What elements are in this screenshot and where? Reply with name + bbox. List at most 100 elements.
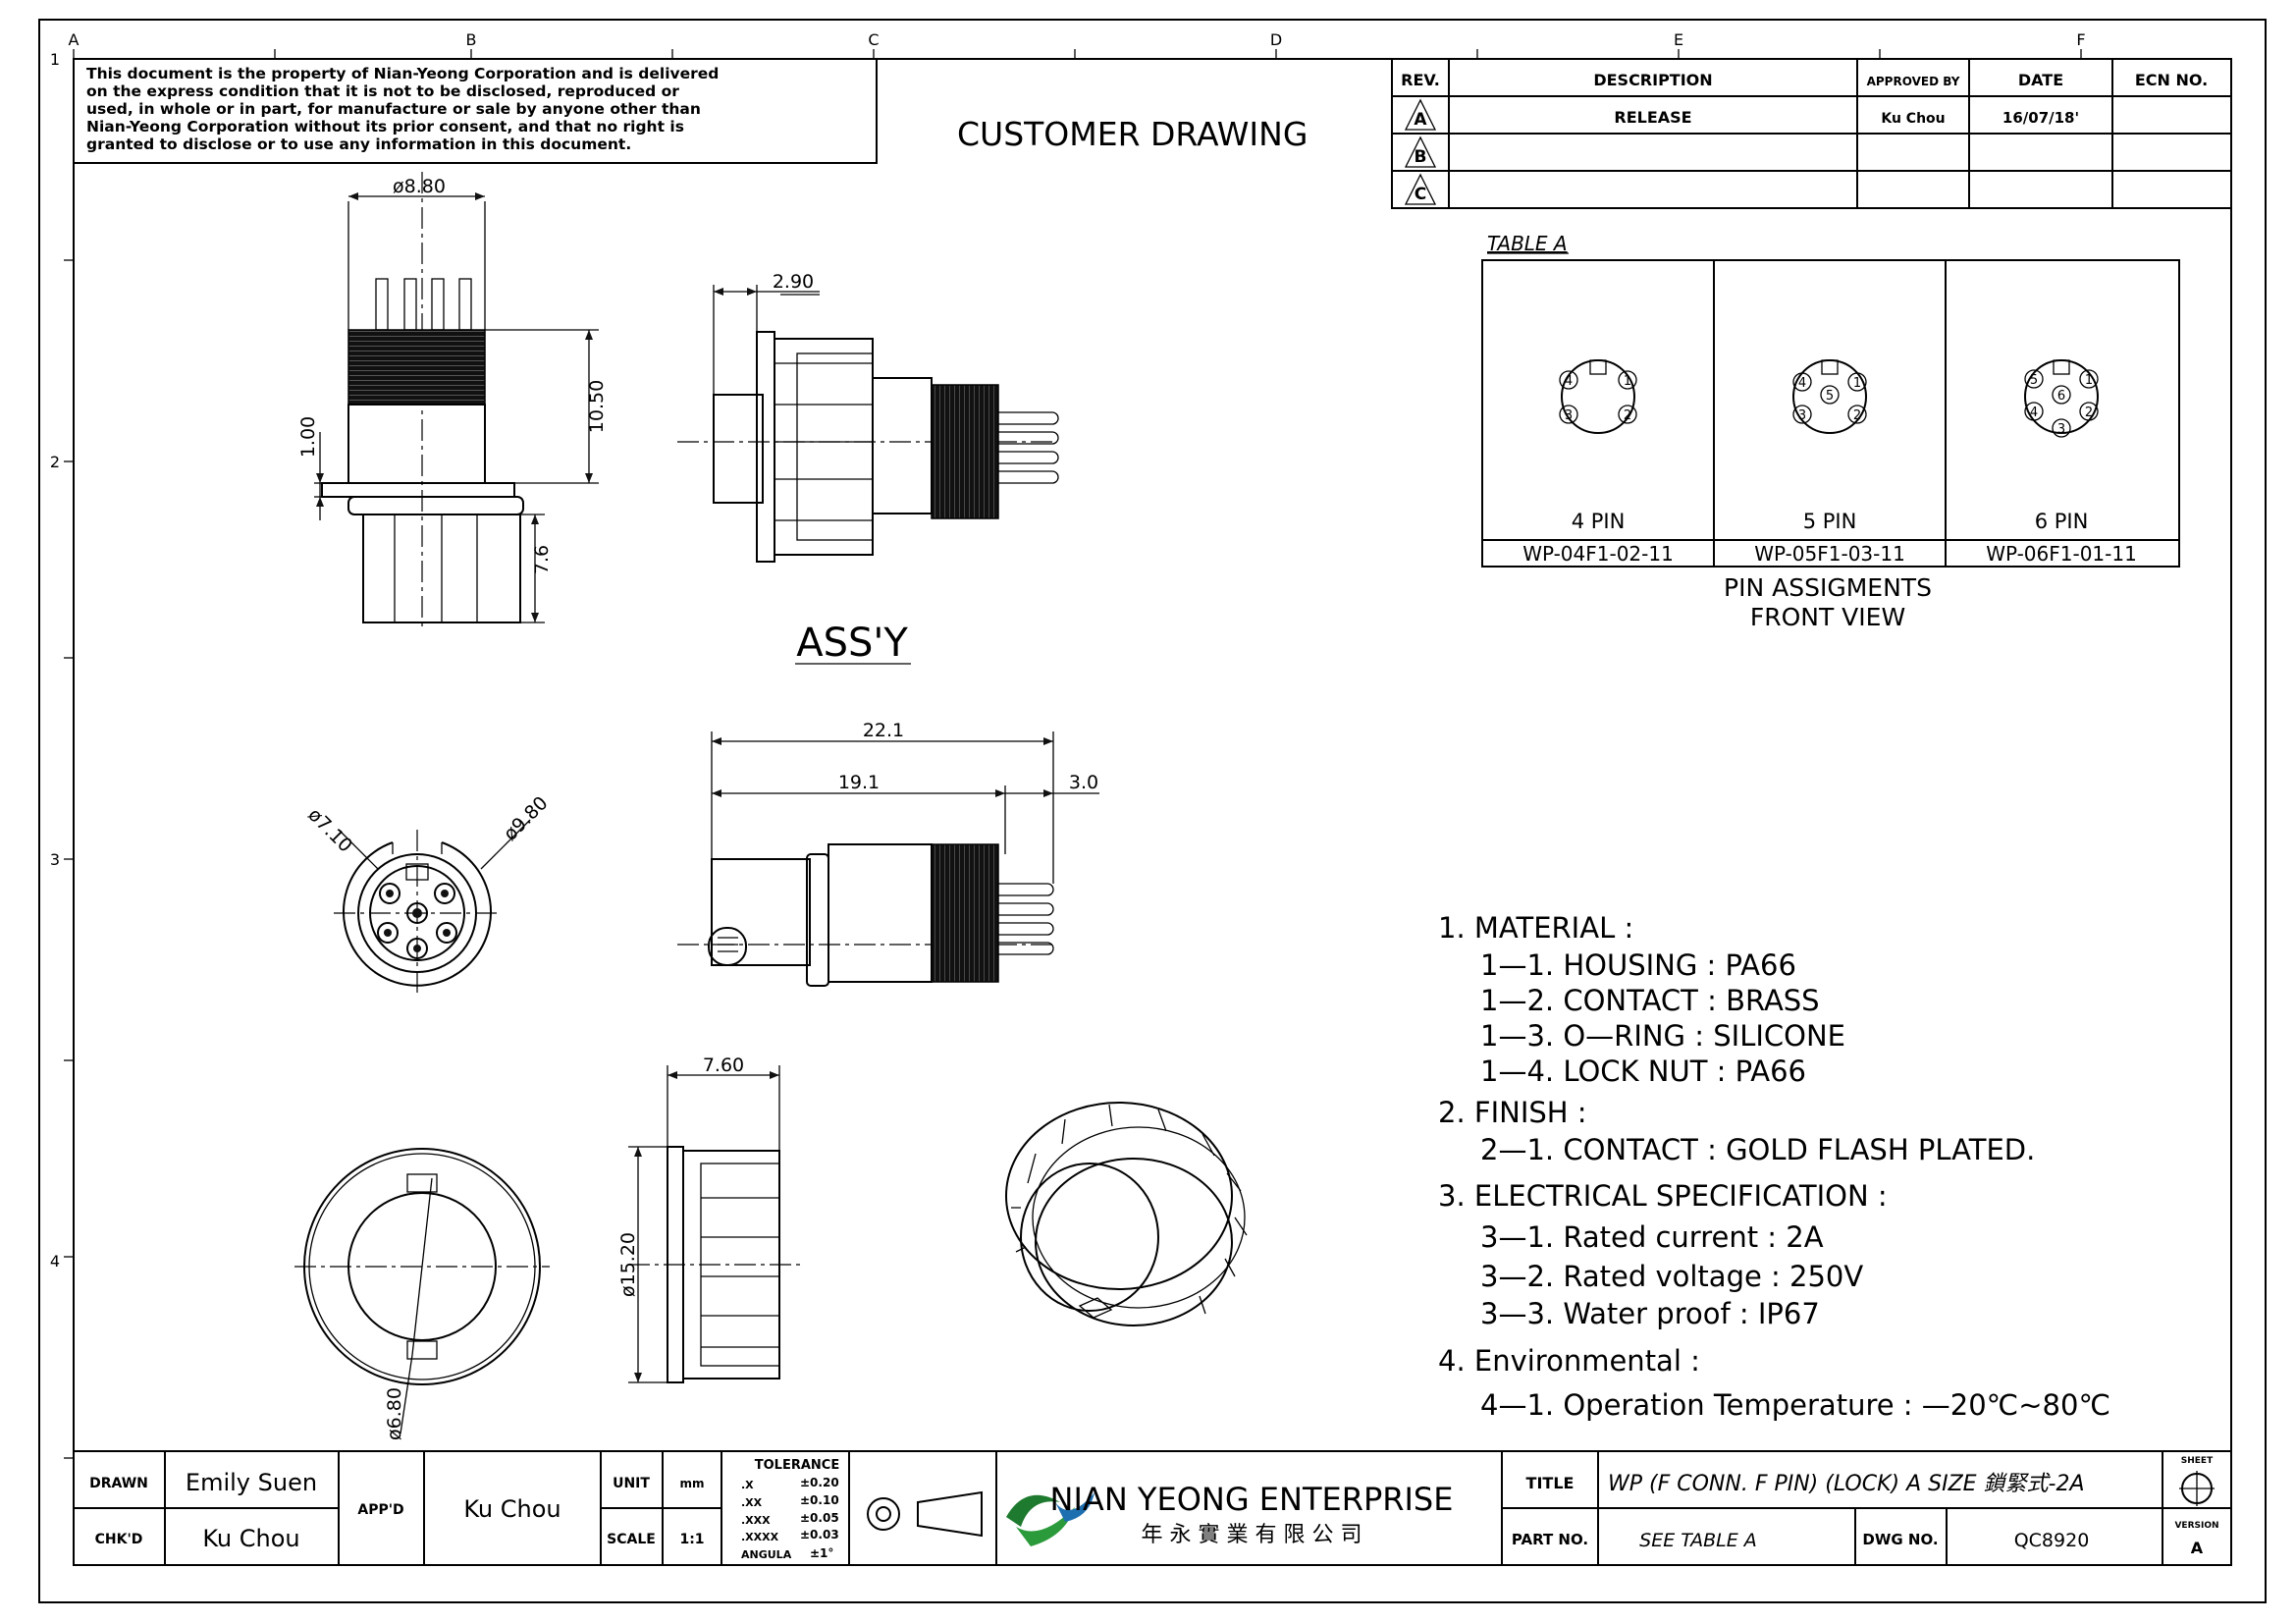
spec-line-6: 2. FINISH :: [1438, 1096, 1587, 1129]
zone-row-1: 1: [50, 50, 60, 69]
spec-line-7: 2—1. CONTACT : GOLD FLASH PLATED.: [1480, 1133, 2035, 1166]
pin5-label-5: 5: [1826, 389, 1834, 404]
pin4-label-4: 4: [1565, 374, 1573, 389]
spec-line-4: 1—3. O—RING : SILICONE: [1480, 1019, 1845, 1053]
dim-pin-length: 3.0: [1069, 772, 1098, 793]
pin6-label-5: 5: [2030, 373, 2038, 388]
pin4-label-1: 1: [1624, 374, 1631, 389]
dim-nut-diameter: ø15.20: [617, 1232, 639, 1297]
pin-layout-5: 4 5 1 3 2: [1792, 359, 1867, 434]
dim-lower-length: 7.6: [531, 545, 553, 574]
zone-col-f: F: [2076, 30, 2085, 49]
dim-body-length: 19.1: [838, 772, 880, 793]
zone-col-d: D: [1270, 30, 1282, 49]
rev-header-rev: REV.: [1401, 71, 1440, 89]
notice-line-2: on the express condition that it is not …: [86, 82, 679, 100]
pin5-label-4: 4: [1798, 376, 1806, 391]
sheet-symbol-icon: [2179, 1471, 2215, 1506]
unit-value: mm: [679, 1477, 704, 1490]
rev-header-description: DESCRIPTION: [1593, 71, 1712, 89]
chkd-label: CHK'D: [95, 1532, 143, 1547]
spec-line-8: 3. ELECTRICAL SPECIFICATION :: [1438, 1179, 1888, 1213]
view-locknut-isometric: [1005, 1102, 1248, 1326]
drawn-label: DRAWN: [89, 1476, 148, 1491]
tolerance-val-5: ±1°: [810, 1546, 833, 1560]
rev-row-a: A: [1414, 110, 1427, 130]
part-number-5: WP-05F1-03-11: [1754, 542, 1905, 566]
tolerance-key-2: .XX: [741, 1496, 763, 1509]
notice-line-3: used, in whole or in part, for manufactu…: [86, 100, 701, 118]
tolerance-val-1: ±0.20: [800, 1476, 839, 1489]
drawn-by: Emily Suen: [186, 1469, 317, 1496]
dim-assembly-length: 22.1: [863, 720, 904, 741]
tolerance-val-2: ±0.10: [800, 1493, 839, 1507]
company-name-cn: 年 永 實 業 有 限 公 司: [1142, 1523, 1362, 1547]
pin6-label-2: 2: [2085, 406, 2093, 420]
view-front-elevation: ø8.80 10.50 1.00 7.6: [297, 172, 608, 628]
dim-nut-offset: 2.90: [773, 271, 814, 293]
tolerance-val-3: ±0.05: [800, 1511, 839, 1525]
title-block: DRAWN Emily Suen CHK'D Ku Chou APP'D Ku …: [73, 1450, 2232, 1566]
spec-line-10: 3—2. Rated voltage : 250V: [1480, 1260, 1863, 1293]
tolerance-key-1: .X: [741, 1479, 754, 1491]
projection-symbol-icon: [867, 1490, 983, 1538]
notice-box: This document is the property of Nian-Ye…: [73, 58, 878, 164]
dwg-no-value: QC8920: [2014, 1530, 2090, 1551]
specifications: 1. MATERIAL : 1—1. HOUSING : PA66 1—2. C…: [1438, 911, 2110, 1422]
zone-col-b: B: [466, 30, 477, 49]
inner-frame: [73, 58, 2232, 1566]
pin4-label-3: 3: [1565, 408, 1573, 423]
part-number-4: WP-04F1-02-11: [1522, 542, 1674, 566]
pin5-label-3: 3: [1798, 408, 1806, 423]
dim-nut-width: 7.60: [703, 1055, 744, 1076]
dwg-no-label: DWG NO.: [1862, 1531, 1938, 1548]
unit-label: UNIT: [613, 1476, 650, 1491]
rev-row-a-description: RELEASE: [1614, 108, 1691, 127]
rev-header-approved: APPROVED BY: [1867, 75, 1960, 88]
pin6-label-4: 4: [2030, 406, 2038, 420]
zone-col-c: C: [868, 30, 879, 49]
part-no-label: PART NO.: [1512, 1531, 1588, 1548]
view-assembly-side: 22.1 19.1 3.0: [677, 720, 1099, 987]
rev-header-ecn: ECN NO.: [2135, 71, 2208, 89]
dim-nut-inner-diameter: ø6.80: [384, 1387, 405, 1440]
notice-line-5: granted to disclose or to use any inform…: [86, 135, 631, 153]
spec-line-12: 4. Environmental :: [1438, 1344, 1700, 1378]
zone-markers: A B C D E F 1 2 3 4: [50, 30, 2086, 1459]
notice-line-4: Nian-Yeong Corporation without its prior…: [86, 118, 684, 135]
title-label: TITLE: [1526, 1474, 1575, 1492]
zone-row-4: 4: [50, 1252, 60, 1271]
pin6-label-1: 1: [2085, 373, 2093, 388]
rev-row-b: B: [1415, 147, 1427, 167]
view-locknut-front: ø6.80: [294, 1148, 550, 1440]
dim-flange-thickness: 1.00: [297, 416, 319, 458]
checked-by: Ku Chou: [202, 1525, 299, 1552]
pin5-label-1: 1: [1853, 376, 1861, 391]
scale-value: 1:1: [679, 1532, 704, 1547]
rev-row-c: C: [1415, 185, 1426, 204]
spec-line-13: 4—1. Operation Temperature : —20℃~80℃: [1480, 1388, 2110, 1422]
rev-header-date: DATE: [2018, 71, 2063, 89]
zone-col-a: A: [69, 30, 80, 49]
pin6-label-3: 3: [2057, 422, 2065, 437]
part-no-value: SEE TABLE A: [1639, 1530, 1757, 1551]
table-a: TABLE A 4 1 3 2 4 5 1 3 2 5: [1481, 232, 2180, 631]
spec-line-3: 1—2. CONTACT : BRASS: [1480, 984, 1820, 1017]
company-name-en: NIAN YEONG ENTERPRISE: [1050, 1481, 1454, 1518]
part-number-6: WP-06F1-01-11: [1986, 542, 2137, 566]
pin-count-4: 4 PIN: [1572, 510, 1626, 533]
view-side-elevation: 2.90: [677, 271, 1059, 563]
dim-face-diameter: ø9.80: [500, 792, 553, 845]
outer-frame: [38, 19, 2267, 1603]
pin5-label-2: 2: [1853, 408, 1861, 423]
appd-label: APP'D: [357, 1502, 403, 1518]
tolerance-title: TOLERANCE: [755, 1458, 839, 1473]
dim-inner-diameter: ø7.10: [303, 804, 356, 857]
company-logo-icon: [1006, 1492, 1095, 1546]
tolerance-key-4: .XXXX: [741, 1531, 779, 1543]
dim-body-height: 10.50: [586, 380, 608, 433]
revision-table: REV. DESCRIPTION APPROVED BY DATE ECN NO…: [1391, 58, 2232, 209]
sheet-label: SHEET: [2181, 1456, 2214, 1466]
spec-line-9: 3—1. Rated current : 2A: [1480, 1220, 1824, 1254]
